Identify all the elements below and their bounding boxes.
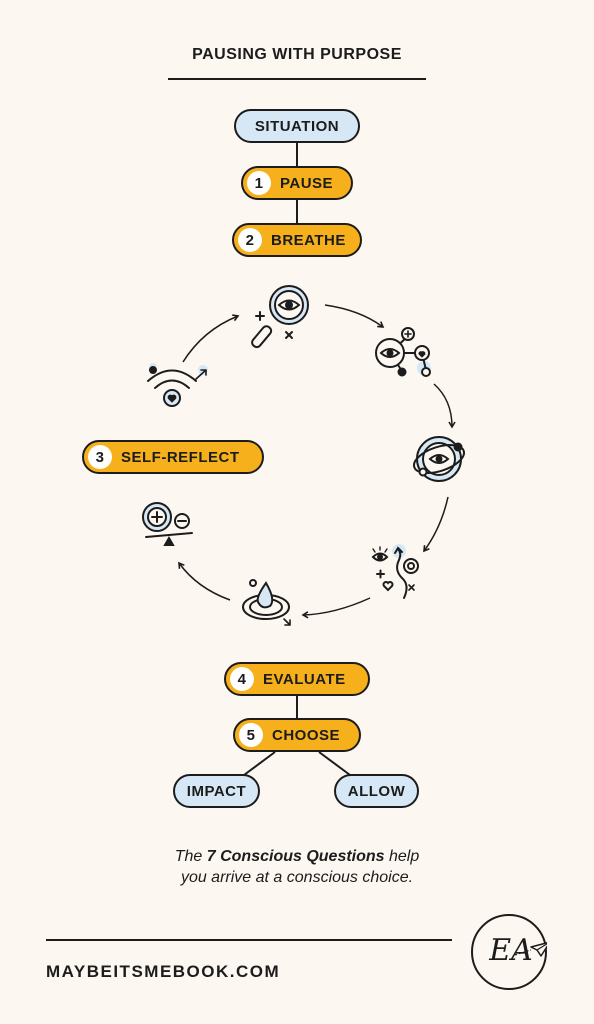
signal-heart-icon	[147, 363, 208, 407]
breathe-label: BREATHE	[271, 231, 346, 249]
orbit-eye-icon	[412, 436, 466, 482]
cycle-arrow-2	[433, 383, 456, 429]
cycle-arrow-5	[178, 561, 231, 601]
magnifier-eye-icon	[251, 285, 309, 349]
cycle-arrow-4	[301, 597, 371, 619]
impact-node: IMPACT	[173, 774, 260, 808]
breathe-node: 2 BREATHE	[232, 223, 362, 257]
paper-plane-icon	[514, 942, 547, 957]
step-number-badge: 1	[247, 171, 271, 195]
brand-logo: EA	[471, 914, 547, 990]
title-underline	[168, 78, 426, 80]
caption-line-2: you arrive at a conscious choice.	[180, 869, 414, 886]
cycle-arrow-1	[324, 304, 385, 328]
evaluate-node: 4 EVALUATE	[224, 662, 370, 696]
cycle-arrow-6	[182, 314, 240, 363]
pause-node: 1 PAUSE	[241, 166, 353, 200]
step-number-badge: 3	[88, 445, 112, 469]
situation-label: SITUATION	[254, 117, 340, 135]
pause-label: PAUSE	[280, 174, 334, 192]
water-drop-icon	[242, 579, 291, 626]
caption-suffix: help	[384, 848, 420, 865]
eye-path-target-icon	[371, 544, 419, 599]
caption: The 7 Conscious Questions help you arriv…	[0, 846, 594, 888]
allow-node: ALLOW	[334, 774, 419, 808]
connector-choose-impact	[243, 751, 276, 776]
plus-minus-balance-icon	[142, 502, 193, 546]
caption-emphasis: 7 Conscious Questions	[206, 848, 385, 865]
logo-monogram: EA	[489, 933, 533, 968]
page-title: PAUSING WITH PURPOSE	[192, 46, 402, 63]
self-reflect-node: 3 SELF-REFLECT	[82, 440, 264, 474]
allow-label: ALLOW	[347, 782, 406, 800]
evaluate-label: EVALUATE	[263, 670, 346, 688]
caption-line-1: The 7 Conscious Questions help	[0, 846, 594, 867]
step-number-badge: 5	[239, 723, 263, 747]
caption-prefix: The	[174, 848, 207, 865]
connector-choose-allow	[318, 751, 351, 776]
choose-node: 5 CHOOSE	[233, 718, 361, 752]
eye-network-icon	[375, 327, 431, 377]
impact-label: IMPACT	[186, 782, 247, 800]
footer-divider	[46, 939, 452, 941]
step-number-badge: 4	[230, 667, 254, 691]
situation-node: SITUATION	[234, 109, 360, 143]
self-reflect-label: SELF-REFLECT	[121, 448, 240, 466]
step-number-badge: 2	[238, 228, 262, 252]
cycle-arrow-3	[423, 496, 449, 553]
website-link[interactable]: MAYBEITSMEBOOK.COM	[46, 962, 281, 981]
choose-label: CHOOSE	[272, 726, 341, 744]
